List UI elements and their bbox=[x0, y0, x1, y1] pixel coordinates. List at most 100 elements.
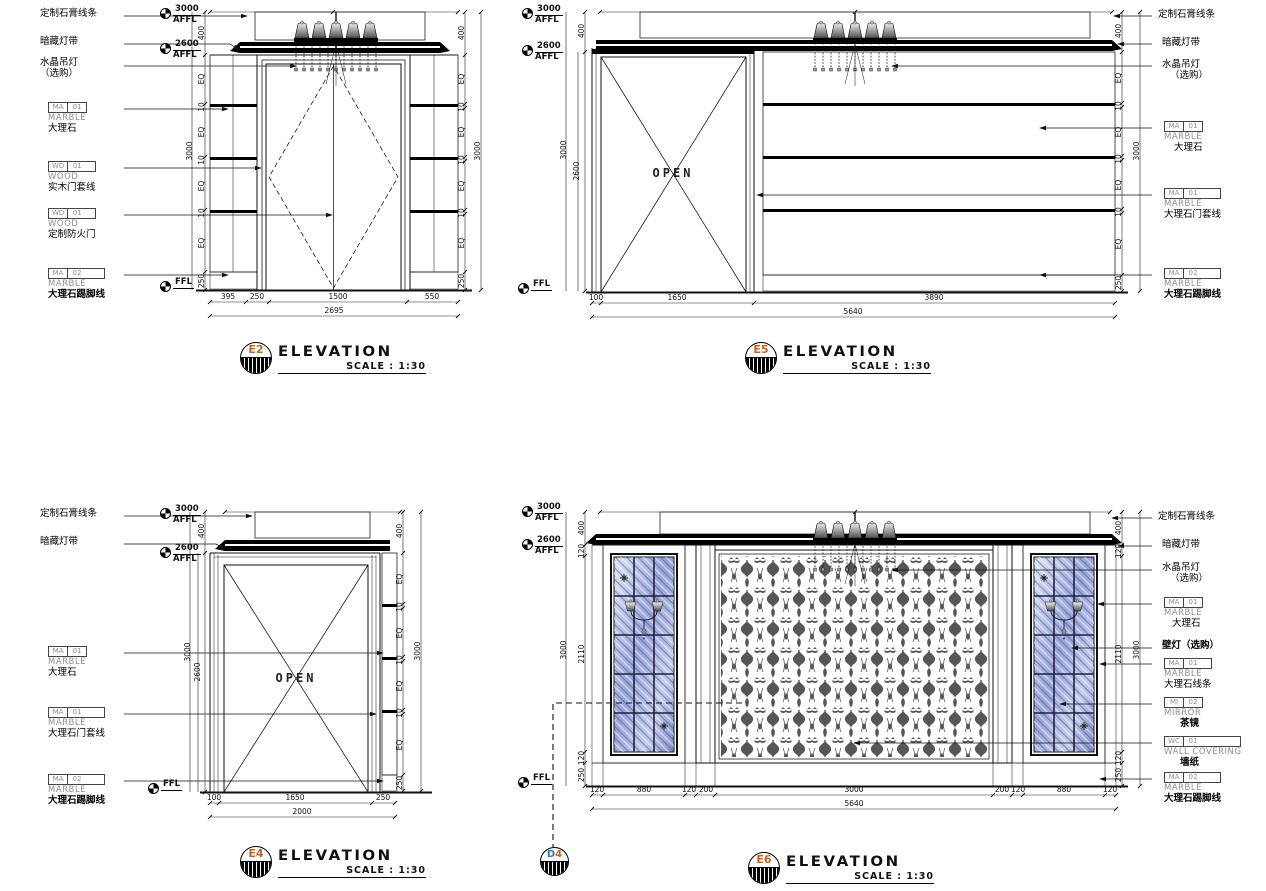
dim-label: 250 bbox=[577, 768, 586, 783]
dim-label: 400 bbox=[577, 521, 586, 536]
callout-gypsum-line: 定制石膏线条 bbox=[40, 508, 98, 519]
elevation-panel-e2: 395 250 1500 550 2695 400 EQ 10 EQ 10 EQ… bbox=[0, 0, 500, 390]
skirting bbox=[586, 762, 1128, 788]
elevation-badge-e4: E4 bbox=[240, 846, 272, 878]
mirror-panel-right bbox=[1011, 544, 1117, 764]
dim-label: 10 bbox=[457, 155, 466, 165]
dim-label: 3000 bbox=[413, 641, 422, 660]
marble-side-panels bbox=[209, 54, 459, 273]
elevation-badge-e6: E6 bbox=[748, 852, 780, 884]
dim-label: 2600 bbox=[193, 662, 202, 681]
dim-chain-left: 400 120 2110 120 250 3000 bbox=[559, 509, 588, 789]
elevation-badge-e2: E2 bbox=[240, 342, 272, 374]
dim-chain-bottom: 100 1650 250 2000 bbox=[207, 793, 398, 820]
dim-chain-bottom: 395 250 1500 550 2695 bbox=[207, 292, 461, 319]
dim-label: 400 bbox=[457, 26, 466, 41]
dim-label: EQ bbox=[395, 628, 404, 639]
title-scale: SCALE : 1:30 bbox=[854, 871, 934, 882]
marble-strip bbox=[381, 552, 398, 792]
dim-label: 3000 bbox=[559, 640, 568, 659]
fire-door bbox=[256, 54, 411, 291]
door-opening: OPEN bbox=[209, 552, 381, 793]
dim-label: 2110 bbox=[577, 644, 586, 663]
dim-label: 880 bbox=[637, 785, 652, 794]
elevation-drawing-e5: OPEN 100 1650 3890 5640 400 EQ 10 EQ 10 … bbox=[559, 9, 1152, 320]
dim-label: 200 bbox=[699, 785, 714, 794]
dim-label: 120 bbox=[1114, 751, 1123, 766]
elevation-drawing-e2: 395 250 1500 550 2695 400 EQ 10 EQ 10 EQ… bbox=[124, 9, 484, 319]
dim-label: 395 bbox=[221, 292, 236, 301]
mirror-panel-left bbox=[591, 544, 697, 764]
dim-label: EQ bbox=[197, 127, 206, 138]
dim-label: 1650 bbox=[667, 293, 686, 302]
callout-crystal-chandelier: 水晶吊灯（选购） bbox=[40, 57, 79, 79]
skirting bbox=[586, 274, 1128, 294]
dim-label: EQ bbox=[1114, 180, 1123, 191]
dim-label: 250 bbox=[395, 776, 404, 791]
title-elevation: ELEVATION bbox=[278, 342, 393, 360]
level-marker-icon: FFL bbox=[148, 780, 183, 794]
skirting bbox=[196, 271, 472, 292]
dim-label: 100 bbox=[589, 293, 604, 302]
dim-label: 400 bbox=[197, 26, 206, 41]
dim-chain-left: 400 3000 2600 bbox=[559, 9, 588, 294]
dim-label: EQ bbox=[395, 681, 404, 692]
dim-label: 2000 bbox=[292, 807, 311, 816]
dim-label: 120 bbox=[577, 544, 586, 559]
title-scale: SCALE : 1:30 bbox=[346, 361, 426, 372]
dim-label: 10 bbox=[197, 208, 206, 218]
dim-label: 400 bbox=[577, 24, 586, 39]
callout-concealed-light: 暗藏灯带 bbox=[40, 536, 79, 547]
door-open-label: OPEN bbox=[276, 671, 317, 685]
dim-label: 10 bbox=[1114, 154, 1123, 164]
level-marker-icon: FFL bbox=[518, 774, 553, 788]
dim-label: 3000 bbox=[185, 141, 194, 160]
dim-label: 120 bbox=[577, 751, 586, 766]
dim-chain-right: 400 120 2110 120 250 3000 bbox=[1114, 509, 1143, 789]
leader-lines bbox=[756, 13, 1152, 278]
dim-label: 3000 bbox=[844, 785, 863, 794]
elevation-panel-e4: OPEN 100 1650 250 2000 400 EQ 10 EQ 10 E… bbox=[0, 500, 500, 891]
dim-label: EQ bbox=[197, 74, 206, 85]
dim-label: 2110 bbox=[1114, 644, 1123, 663]
dim-label: 10 bbox=[1114, 207, 1123, 217]
elevation-badge-e5: E5 bbox=[745, 342, 777, 374]
title-elevation: ELEVATION bbox=[278, 846, 393, 864]
elevation-drawing-e4: OPEN 100 1650 250 2000 400 EQ 10 EQ 10 E… bbox=[124, 509, 432, 820]
callout-crystal-chandelier: 水晶吊灯（选购） bbox=[1162, 59, 1209, 81]
dim-label: 10 bbox=[457, 208, 466, 218]
leader-lines bbox=[124, 513, 384, 784]
callout-crystal-chandelier: 水晶吊灯（选购） bbox=[1162, 562, 1209, 584]
dim-chain-right: 400 EQ 10 EQ 10 EQ 10 EQ 250 3000 bbox=[1114, 9, 1143, 294]
dim-label: 5640 bbox=[843, 307, 862, 316]
detail-badge-d4: D4 bbox=[540, 847, 569, 876]
dim-label: 120 bbox=[1103, 785, 1118, 794]
door-opening: OPEN bbox=[591, 48, 755, 293]
dim-label: EQ bbox=[457, 238, 466, 249]
detail-leader-dashed bbox=[552, 702, 742, 847]
wallpaper-panel bbox=[695, 544, 1013, 764]
dim-label: 250 bbox=[1114, 768, 1123, 783]
door-open-label: OPEN bbox=[653, 166, 694, 180]
elevation-drawing-e6: 120 880 120 200 3000 200 120 880 120 564… bbox=[552, 509, 1152, 847]
dim-label: 3000 bbox=[1132, 141, 1141, 160]
title-block-e4: E4 ELEVATION SCALE : 1:30 bbox=[240, 846, 426, 878]
callout-concealed-light: 暗藏灯带 bbox=[1162, 37, 1201, 48]
dim-chain-bottom: 100 1650 3890 5640 bbox=[589, 293, 1118, 320]
dim-label: 400 bbox=[1114, 24, 1123, 39]
